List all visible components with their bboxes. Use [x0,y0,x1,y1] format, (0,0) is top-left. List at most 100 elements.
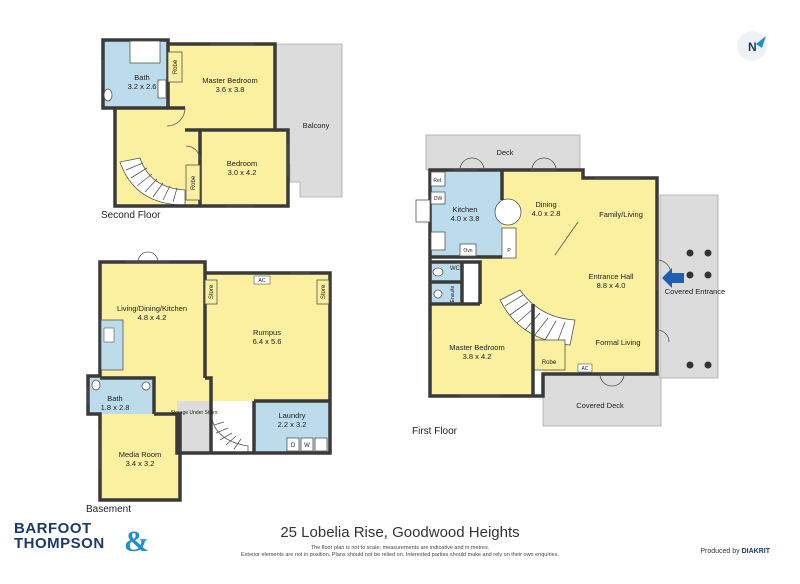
store-a-label: Store [209,284,215,299]
first-floor-title: First Floor [412,426,458,437]
washer-box [300,437,314,452]
vanity-top [157,79,167,99]
basin-ensuite [433,289,443,299]
first-stairs [499,289,576,346]
first-floor: Deck Kitchen 4.0 x 3.8 Ref. DW Ovn P Din… [412,134,725,437]
dw-label: DW [434,196,443,202]
bedroom-room [200,132,288,206]
cooktop-box [430,231,446,251]
bath-top-size: 3.2 x 2.6 [128,82,157,91]
media-room-label: Media Room [119,450,162,459]
credit-brand: DIAKRIT [741,548,770,555]
disclaimer: The floor plan is not to scale; measurem… [0,545,800,559]
ac-b-box [577,363,593,373]
basement-title: Basement [86,504,131,515]
robe-a-box [167,51,183,83]
kitchen-sink-first [415,199,431,223]
dining-nook [494,198,522,226]
bedroom-label: Bedroom [227,159,257,168]
basement: Living/Dining/Kitchen 4.8 x 4.2 Rumpus 6… [86,251,332,515]
balcony-label: Balcony [303,121,330,130]
kitchen-label: Kitchen [452,205,477,214]
toilet-top [103,88,113,102]
rumpus-room [205,273,330,401]
family-living-label: Family/Living [599,210,643,219]
fridge-box [430,171,446,187]
toilet-base [91,379,101,391]
washer-label: W [304,443,310,449]
kitchen-size: 4.0 x 3.8 [451,214,480,223]
entrance-hall-size: 8.8 x 4.0 [597,281,626,290]
compass: N [737,31,767,61]
dryer-label: D [291,443,296,449]
post-2 [704,249,712,257]
basement-walls [86,260,332,502]
second-hallway [103,108,200,206]
tub-box [314,437,328,452]
post-4 [704,271,712,279]
covered-entrance-area [659,194,719,379]
toilet-first [432,267,444,277]
robe-b-label: Robe [191,175,197,190]
ensuite-label: Ensuite [450,285,456,302]
pantry-label: P [507,248,511,254]
oven-label: Ovn [463,248,472,254]
bath-top-label: Bath [134,73,149,82]
master-bedroom-first-size: 3.8 x 4.2 [463,352,492,361]
basement-stairs [210,409,249,454]
robe-a-label: Robe [173,59,179,74]
compass-n: N [748,40,757,54]
store-b-box [316,279,330,305]
ac-a-label: AC [259,278,266,284]
deck-label: Deck [496,148,513,157]
bedroom-size: 3.0 x 4.2 [228,168,257,177]
ref-label: Ref. [433,178,442,184]
robe-c-label: Robe [542,360,557,366]
brand-logo: BARFOOT THOMPSON & [14,520,164,558]
oven-box [459,243,477,257]
living-dining-kitchen-label: Living/Dining/Kitchen [117,304,187,313]
rumpus-size: 6.4 x 5.6 [253,337,282,346]
basin-base [141,381,151,391]
kitchen-bench [100,319,124,371]
master-bedroom-top-label: Master Bedroom [202,76,257,85]
laundry-label: Laundry [278,411,305,420]
store-a-box [204,279,218,305]
rumpus-label: Rumpus [253,328,281,337]
second-floor: Bath 3.2 x 2.6 Master Bedroom 3.6 x 3.8 … [101,38,343,221]
robe-b-box [185,164,201,201]
covered-entrance-label: Covered Entrance [665,287,725,296]
logo-ampersand: & [124,525,149,558]
logo-line-1: BARFOOT [14,520,92,537]
diagonal-wall [554,221,579,256]
laundry-size: 2.2 x 3.2 [278,420,307,429]
store-b-label: Store [321,284,327,299]
second-floor-title: Second Floor [101,210,161,221]
first-floor-walls [428,168,659,398]
covered-deck-area [542,373,662,427]
master-bedroom-top-room [168,44,275,130]
post-5 [686,361,694,369]
living-dining-kitchen-size: 4.8 x 4.2 [138,313,167,322]
media-room-room [100,414,180,500]
entrance-arrow [662,268,684,288]
kitchen-sink [103,327,115,343]
ac-b-label: AC [582,366,589,372]
post-3 [686,271,694,279]
dining-label: Dining [535,200,556,209]
wc-label: WC [450,266,461,272]
pantry-box [501,227,517,259]
bath-base-label: Bath [107,394,122,403]
bath-base-size: 1.8 x 2.8 [101,403,130,412]
dryer-box [286,437,300,452]
ac-a-box [253,275,271,285]
dishwasher-box [430,191,446,205]
media-room-size: 3.4 x 3.2 [126,459,155,468]
credit-prefix: Produced by [700,548,740,555]
post-1 [686,249,694,257]
disclaimer-line-2: Exterior elements are not in position. P… [241,552,559,558]
disclaimer-line-1: The floor plan is not to scale; measurem… [310,545,490,551]
producer-credit: Produced by DIAKRIT [700,548,770,555]
storage-under-stairs-room [177,401,211,453]
